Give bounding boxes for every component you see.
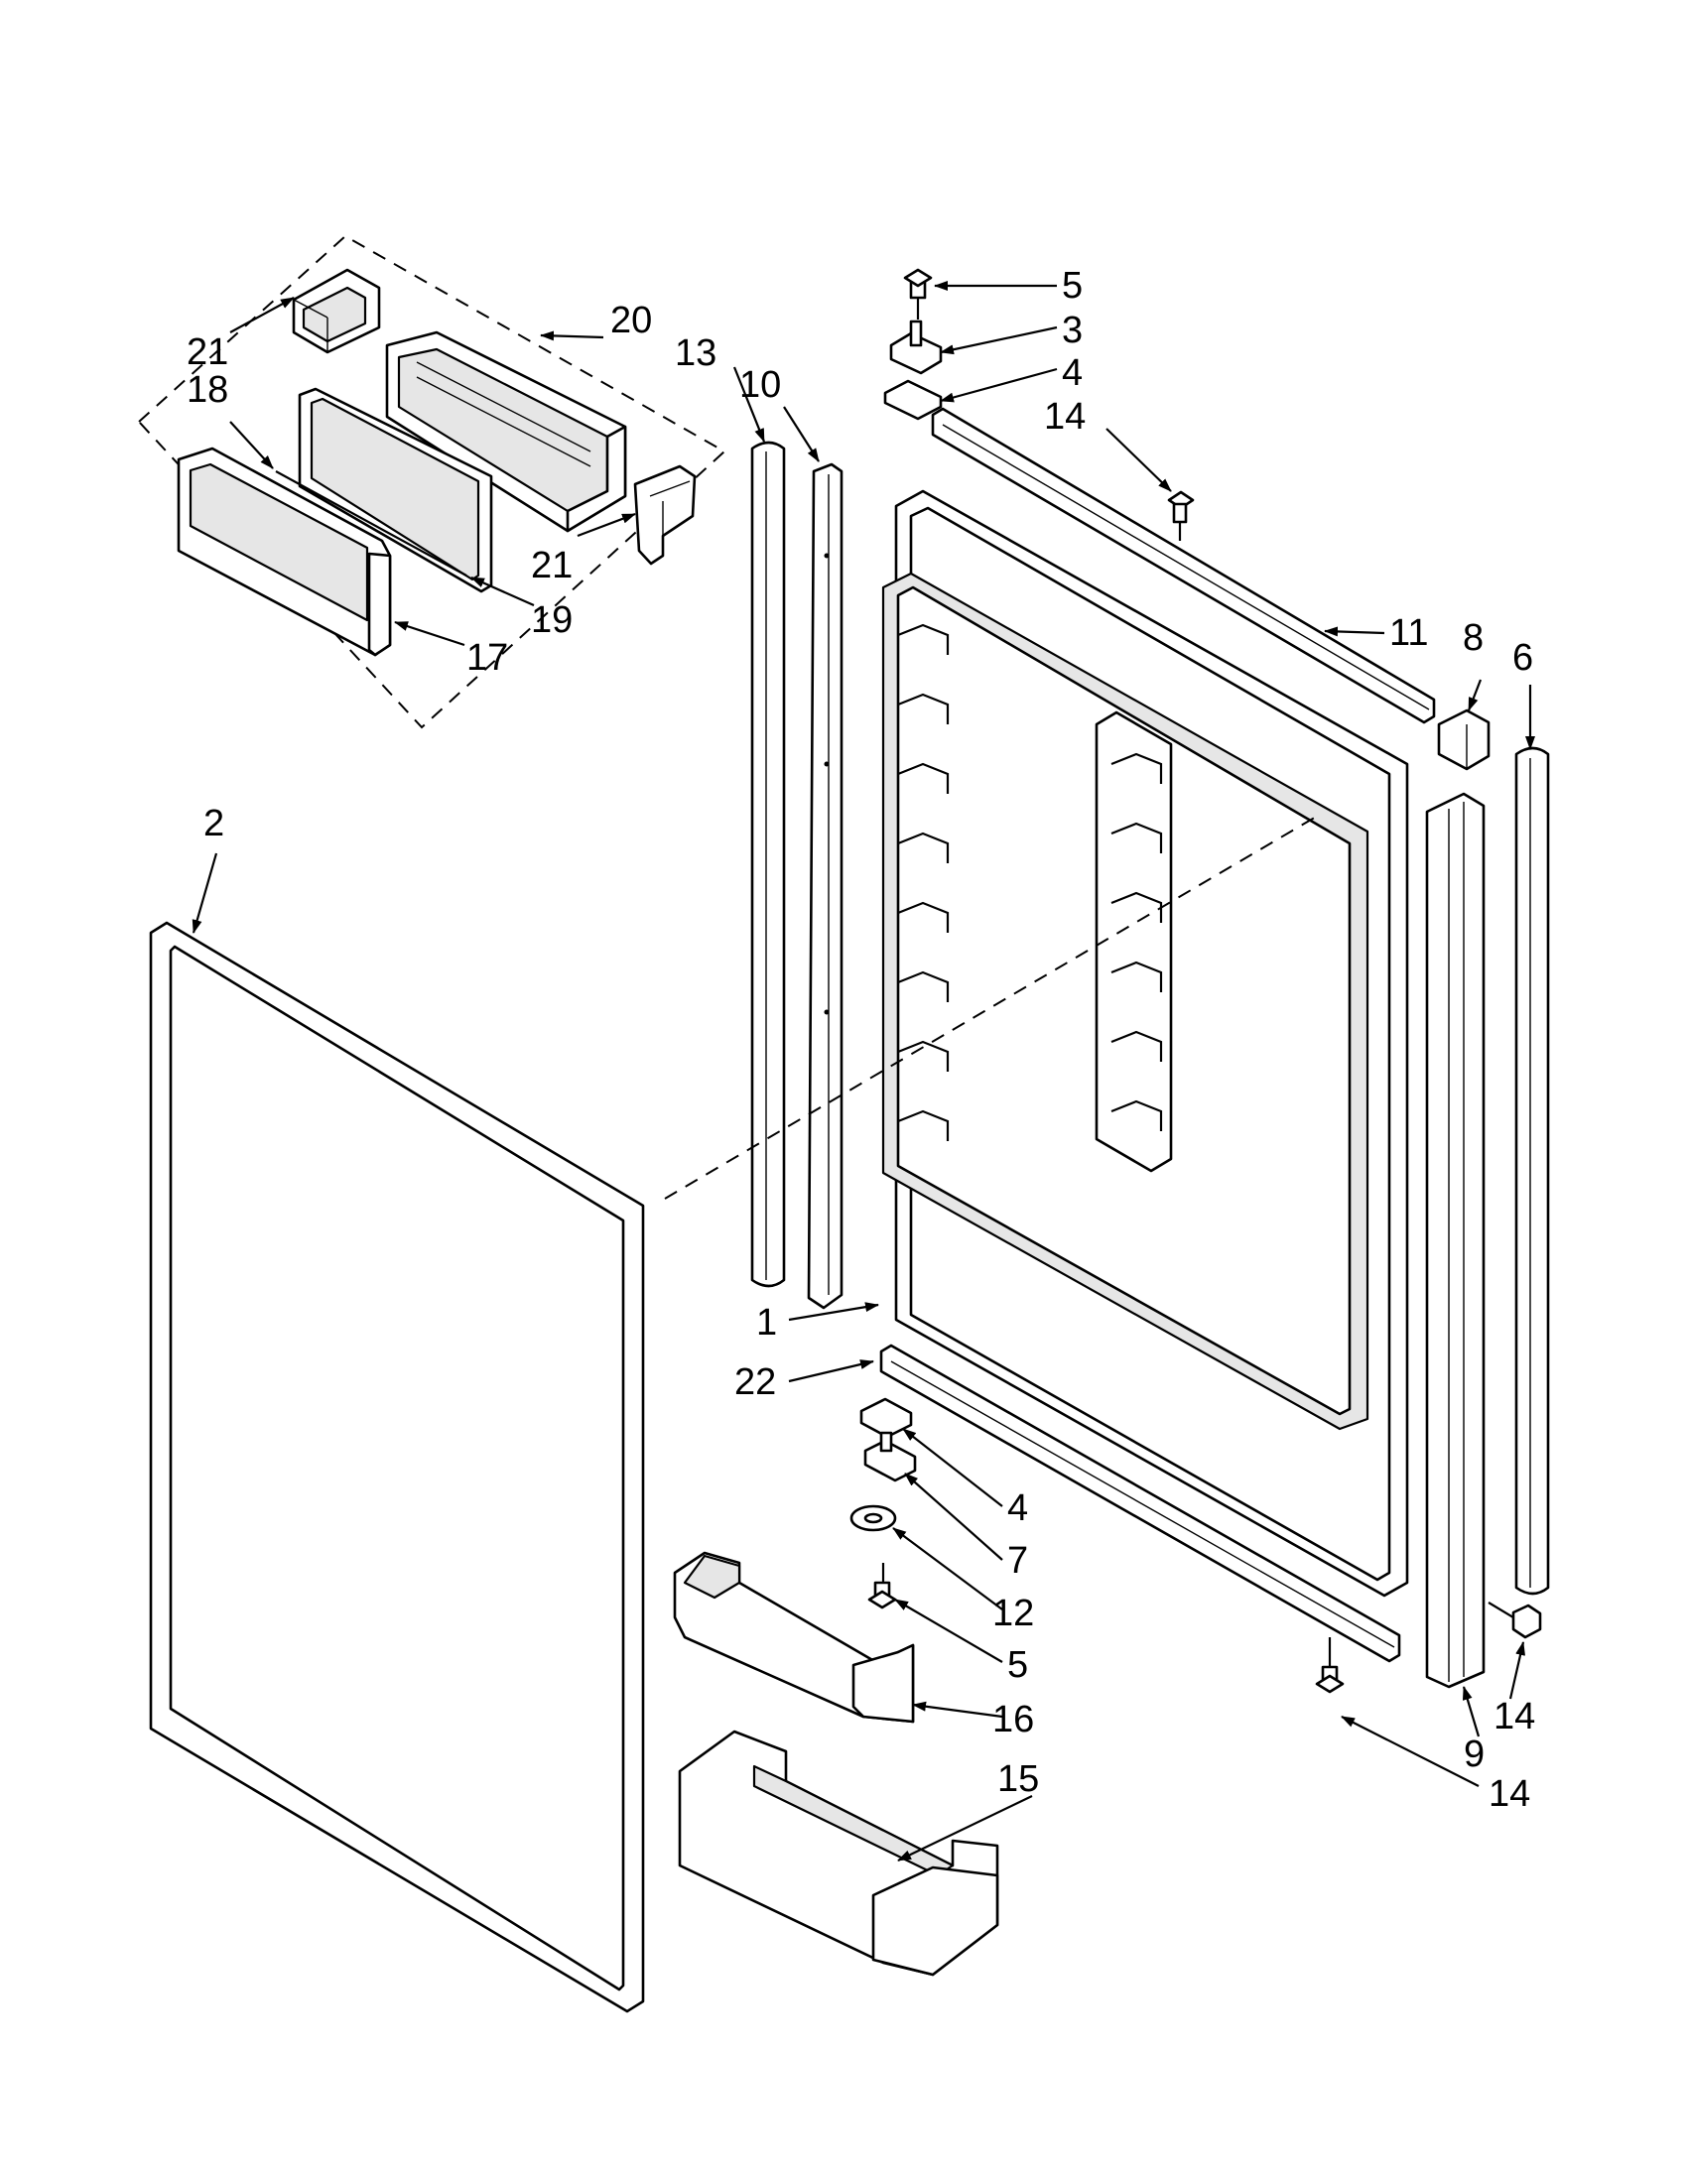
bottom-hinge-shim-part-4	[859, 1397, 913, 1439]
callout-15: 15	[997, 1758, 1039, 1800]
callout-18: 18	[187, 369, 228, 411]
bracket-part-21-top	[292, 268, 381, 354]
shelf-retainers-right	[1110, 752, 1163, 1131]
callout-9: 9	[1464, 1734, 1485, 1775]
callout-11: 11	[1389, 612, 1428, 654]
callout-10: 10	[739, 364, 781, 406]
washer-part-12	[849, 1504, 897, 1532]
callout-13: 13	[675, 332, 716, 374]
callout-7: 7	[1007, 1540, 1028, 1582]
top-hinge-part-3	[889, 320, 943, 375]
door-gasket-part-2	[149, 921, 645, 2013]
door-bin-part-16	[673, 1551, 915, 1724]
handle-seal-part-6	[1514, 746, 1550, 1596]
top-trim-screw-part-14	[1167, 490, 1195, 541]
bottom-trim-screw-part-14	[1315, 1637, 1345, 1694]
seal-strip-part-13	[750, 441, 786, 1288]
callout-21-top: 21	[187, 331, 228, 373]
callout-4-bottom: 4	[1007, 1487, 1028, 1529]
top-trim-part-11	[931, 407, 1436, 724]
door-liner-part-1	[881, 489, 1409, 1598]
callout-21-side: 21	[531, 545, 573, 586]
strip-part-18	[275, 470, 467, 577]
callout-2: 2	[203, 803, 224, 844]
top-hinge-screw-part-5	[903, 268, 933, 320]
bottom-trim-part-22	[879, 1344, 1401, 1663]
bottom-hinge-screw-part-5	[867, 1563, 897, 1609]
callout-22: 22	[734, 1361, 776, 1403]
callout-14-bottom: 14	[1489, 1773, 1530, 1815]
callout-leaders	[192, 281, 1535, 1862]
callout-1: 1	[756, 1302, 777, 1344]
side-channel-screw-part-14	[1488, 1602, 1542, 1639]
glass-frame-part-19	[298, 387, 493, 593]
callout-14-top: 14	[1044, 396, 1086, 438]
callout-5-top: 5	[1062, 265, 1083, 307]
callout-17: 17	[466, 637, 508, 679]
callout-19: 19	[531, 599, 573, 641]
front-cover-part-17	[177, 447, 392, 657]
shelf-retainers-left	[897, 623, 950, 1141]
alignment-dashed-line	[664, 815, 1319, 1200]
callout-16: 16	[992, 1699, 1034, 1740]
callout-6: 6	[1512, 637, 1533, 679]
callout-20: 20	[610, 300, 652, 341]
callout-4-top: 4	[1062, 352, 1083, 394]
door-bin-part-15	[678, 1730, 999, 1977]
crisper-bin-part-20	[385, 330, 627, 533]
side-channel-part-9	[1425, 792, 1486, 1689]
callout-5-bottom: 5	[1007, 1644, 1028, 1686]
callout-3: 3	[1062, 310, 1083, 351]
callout-labels: 5 3 4 14 11 8 6 13 10 20 21 18 21 19 17 …	[187, 265, 1535, 1815]
bracket-part-21-side	[633, 464, 697, 566]
bottom-hinge-part-7	[863, 1431, 917, 1482]
callout-14-right: 14	[1493, 1696, 1535, 1737]
trim-channel-part-10	[807, 462, 844, 1310]
top-hinge-shim-part-4	[883, 379, 943, 421]
callout-8: 8	[1463, 617, 1484, 659]
callout-12: 12	[992, 1593, 1034, 1634]
hinge-cap-part-8	[1437, 708, 1491, 771]
